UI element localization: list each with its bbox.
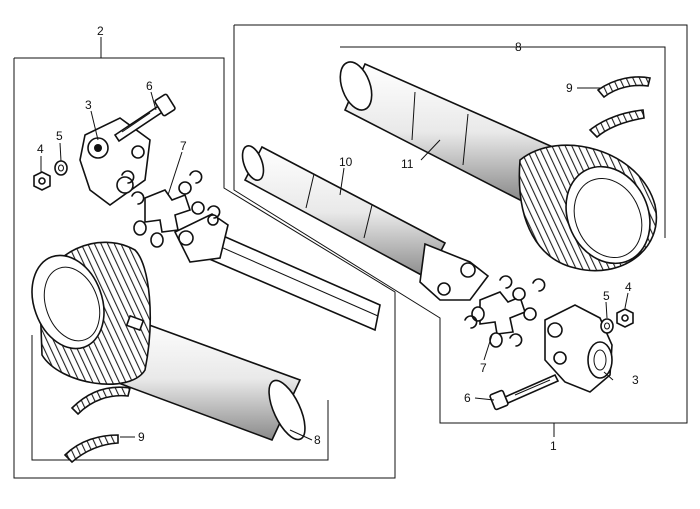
washer-right [600,318,614,334]
leader-lines [40,37,629,441]
label-assembly-left: 2 [97,24,104,38]
bolt-right [489,373,560,411]
label-shield-right: 8 [515,40,522,54]
label-outer-tube: 11 [401,157,414,171]
label-washer-left: 5 [56,129,63,143]
assembly-box-left [13,57,396,479]
inner-shaft-tube [241,145,490,301]
label-washer-right: 5 [603,289,610,303]
label-assembly-right: 1 [550,439,557,453]
nut-right [616,308,634,328]
label-clamp-right: 9 [566,81,573,95]
bell-shield-right [518,144,658,272]
shield-left-group-box [31,335,329,461]
square-shaft-left [173,213,381,332]
outer-shield-tube-right [339,61,557,202]
yoke-right [544,304,613,393]
label-bolt-left: 6 [146,79,153,93]
label-yoke-left: 3 [85,98,92,112]
circlips-right [464,275,546,347]
cross-left [133,181,205,248]
clamp-left [63,386,131,464]
label-cross-right: 7 [480,361,487,375]
label-bolt-right: 6 [464,391,471,405]
label-nut-right: 4 [625,280,632,294]
shield-right-group-box [340,46,666,238]
bolt-left [113,93,176,143]
bell-shield-left [31,241,306,442]
label-clamp-left: 9 [138,430,145,444]
label-inner-shaft: 10 [339,155,353,169]
label-yoke-right: 3 [632,373,639,387]
clamp-right [588,76,651,139]
nut-left [33,171,51,191]
washer-left [54,160,68,176]
circlips-left [121,170,221,219]
label-shield-left: 8 [314,433,321,447]
assembly-box-right [233,24,688,424]
label-nut-left: 4 [37,142,44,156]
cross-right [471,287,537,348]
label-cross-left: 7 [180,139,187,153]
